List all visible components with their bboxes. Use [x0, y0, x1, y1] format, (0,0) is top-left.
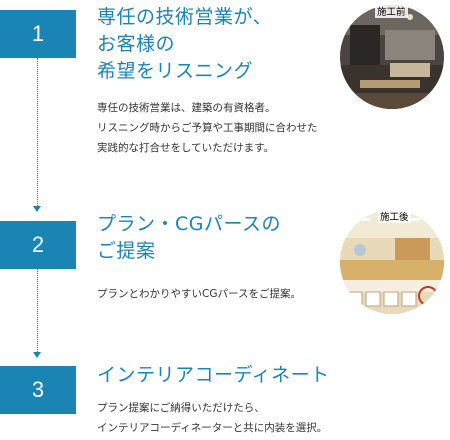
- step-2-connector: [37, 269, 38, 352]
- step-1-heading-line-3: 希望をリスニング: [97, 60, 254, 82]
- step-3-number: 3: [31, 377, 45, 402]
- step-2-description: プランとわかりやすいCGパースをご提案。: [97, 284, 377, 304]
- step-1-number-box: 1: [0, 10, 76, 58]
- step-2-desc-line-1: プランとわかりやすいCGパースをご提案。: [97, 288, 301, 300]
- step-1-arrow-down-icon: [33, 206, 41, 212]
- step-1-heading-line-1: 専任の技術営業が、: [97, 6, 273, 28]
- step-3-description: プラン提案にご納得いただけたら、 インテリアコーディネーターと共に内装を選択。: [97, 398, 377, 438]
- after-room-illustration: [340, 210, 444, 314]
- step-1-heading: 専任の技術営業が、 お客様の 希望をリスニング: [97, 4, 272, 85]
- step-2-heading: プラン・CGパースの ご提案: [97, 211, 281, 265]
- step-1-heading-line-2: お客様の: [97, 33, 176, 55]
- step-2-arrow-down-icon: [33, 352, 41, 358]
- step-1-desc-line-1: 専任の技術営業は、建築の有資格者。: [97, 102, 276, 114]
- step-2-number-box: 2: [0, 221, 76, 269]
- step-3-number-box: 3: [0, 366, 76, 414]
- before-photo-label: 施工前: [375, 4, 408, 18]
- after-construction-photo: [340, 210, 444, 314]
- step-3-heading: インテリアコーディネート: [97, 362, 330, 389]
- step-3-desc-line-2: インテリアコーディネーターと共に内装を選択。: [97, 422, 328, 434]
- step-2-number: 2: [31, 232, 45, 257]
- step-1-description: 専任の技術営業は、建築の有資格者。 リスニング時からご予算や工事期間に合わせた …: [97, 98, 377, 158]
- step-1-desc-line-2: リスニング時からご予算や工事期間に合わせた: [97, 122, 318, 134]
- after-photo-label: 施工後: [378, 209, 411, 223]
- step-1-number: 1: [31, 21, 45, 46]
- step-2-heading-line-2: ご提案: [97, 240, 156, 262]
- before-construction-photo: [340, 5, 444, 109]
- step-3-desc-line-1: プラン提案にご納得いただけたら、: [97, 402, 265, 414]
- step-2-heading-line-1: プラン・CGパースの: [97, 213, 282, 235]
- step-1-connector: [37, 58, 38, 206]
- step-3-heading-line-1: インテリアコーディネート: [97, 364, 330, 386]
- step-1-desc-line-3: 実践的な打合せをしていただけます。: [97, 142, 275, 154]
- before-room-illustration: [340, 5, 444, 109]
